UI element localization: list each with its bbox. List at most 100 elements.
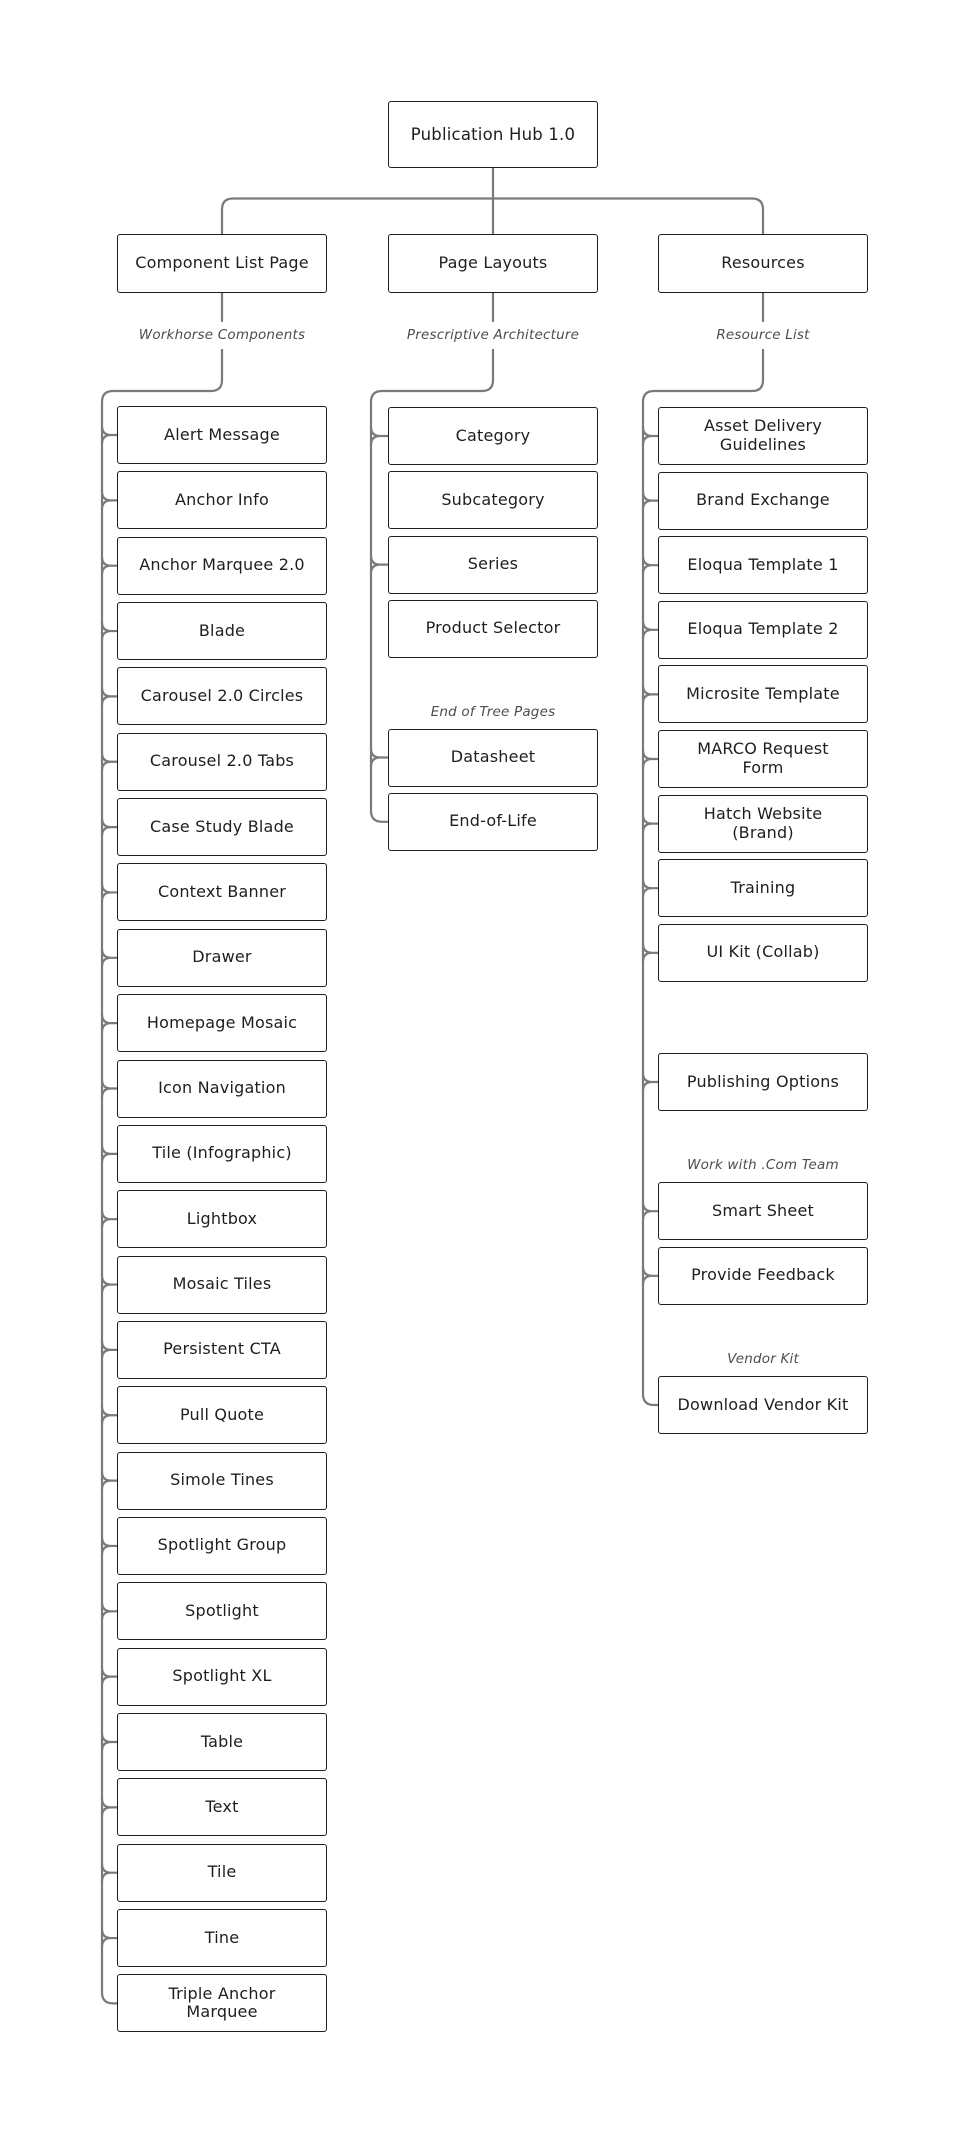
node-text: Text — [117, 1778, 327, 1837]
node-label: Resources — [721, 253, 805, 273]
node-spotlight-xl: Spotlight XL — [117, 1647, 327, 1706]
node-label: Training — [730, 877, 796, 897]
node-anchor-marquee-2-0: Anchor Marquee 2.0 — [117, 536, 327, 595]
node-label: Product Selector — [425, 618, 561, 638]
node-label: Eloqua Template 1 — [687, 554, 839, 574]
node-download-vendor-kit: Download Vendor Kit — [658, 1376, 868, 1434]
node-publication-hub: Publication Hub 1.0 — [388, 101, 598, 168]
node-label: Microsite Template — [686, 683, 840, 703]
node-case-study-blade: Case Study Blade — [117, 798, 327, 857]
node-spotlight: Spotlight — [117, 1582, 327, 1641]
node-eloqua-template-2: Eloqua Template 2 — [658, 600, 868, 659]
node-end-of-life: End-of-Life — [388, 792, 598, 851]
node-label: Series — [467, 554, 519, 574]
node-context-banner: Context Banner — [117, 863, 327, 922]
node-label: Text — [205, 1796, 239, 1816]
node-label: Mosaic Tiles — [172, 1274, 272, 1294]
node-label: MARCO Request Form — [697, 739, 829, 777]
node-label: Subcategory — [441, 489, 545, 509]
node-label: Carousel 2.0 Tabs — [149, 751, 295, 771]
node-simole-tines: Simole Tines — [117, 1451, 327, 1510]
node-label: Spotlight — [185, 1600, 259, 1620]
node-label: Asset Delivery Guidelines — [703, 416, 823, 454]
node-spotlight-group: Spotlight Group — [117, 1516, 327, 1575]
node-label: Category — [455, 425, 531, 445]
node-carousel-2-0-circles: Carousel 2.0 Circles — [117, 667, 327, 726]
node-label: Drawer — [192, 947, 252, 967]
node-label: Table — [200, 1731, 244, 1751]
node-subcategory: Subcategory — [388, 471, 598, 530]
node-homepage-mosaic: Homepage Mosaic — [117, 994, 327, 1053]
node-label: Datasheet — [450, 747, 536, 767]
node-label: Publishing Options — [686, 1071, 840, 1091]
node-tile-infographic: Tile (Infographic) — [117, 1124, 327, 1183]
node-label: Persistent CTA — [163, 1339, 281, 1359]
section-label-end-of-tree-pages: End of Tree Pages — [388, 701, 598, 722]
node-label: Eloqua Template 2 — [687, 619, 839, 639]
node-label: Provide Feedback — [691, 1265, 835, 1285]
node-marco-request-form: MARCO Request Form — [658, 730, 868, 788]
node-page-layouts: Page Layouts — [388, 234, 598, 293]
node-label: Spotlight Group — [157, 1535, 287, 1555]
node-eloqua-template-1: Eloqua Template 1 — [658, 536, 868, 595]
node-label: Tine — [204, 1927, 240, 1947]
node-tile: Tile — [117, 1843, 327, 1902]
node-carousel-2-0-tabs: Carousel 2.0 Tabs — [117, 732, 327, 791]
node-smart-sheet: Smart Sheet — [658, 1182, 868, 1241]
node-label: Brand Exchange — [696, 490, 830, 510]
node-label: Anchor Marquee 2.0 — [139, 555, 305, 575]
node-label: Context Banner — [157, 881, 287, 901]
node-label: Hatch Website (Brand) — [703, 803, 823, 842]
node-tine: Tine — [117, 1909, 327, 1967]
section-label-vendor-kit: Vendor Kit — [658, 1348, 868, 1369]
node-series: Series — [388, 535, 598, 594]
node-label: Tile (Infographic) — [152, 1143, 292, 1163]
node-label: Simole Tines — [170, 1470, 274, 1490]
node-label: Page Layouts — [438, 253, 548, 273]
node-brand-exchange: Brand Exchange — [658, 471, 868, 530]
node-label: Download Vendor Kit — [677, 1394, 849, 1414]
node-mosaic-tiles: Mosaic Tiles — [117, 1255, 327, 1314]
section-label-work-with-com-team: Work with .Com Team — [658, 1155, 868, 1176]
node-triple-anchor-marquee: Triple Anchor Marquee — [117, 1974, 327, 2033]
column-sublabel-prescriptive-architecture: Prescriptive Architecture — [388, 322, 598, 349]
node-hatch-website-brand: Hatch Website (Brand) — [658, 794, 868, 853]
node-label: Anchor Info — [175, 489, 269, 509]
node-resources: Resources — [658, 234, 868, 293]
node-label: Spotlight XL — [172, 1666, 272, 1686]
node-alert-message: Alert Message — [117, 406, 327, 464]
node-asset-delivery-guidelines: Asset Delivery Guidelines — [658, 407, 868, 465]
node-label: Tile — [207, 1862, 237, 1882]
node-label: Carousel 2.0 Circles — [140, 685, 304, 705]
node-label: Publication Hub 1.0 — [410, 124, 576, 144]
node-datasheet: Datasheet — [388, 728, 598, 787]
node-label: Homepage Mosaic — [146, 1012, 298, 1032]
node-label: Alert Message — [164, 424, 280, 444]
node-label: Component List Page — [135, 253, 309, 273]
node-label: Triple Anchor Marquee — [168, 1983, 276, 2022]
node-blade: Blade — [117, 602, 327, 660]
node-icon-navigation: Icon Navigation — [117, 1059, 327, 1118]
node-microsite-template: Microsite Template — [658, 665, 868, 724]
node-label: Icon Navigation — [158, 1078, 286, 1098]
node-training: Training — [658, 859, 868, 918]
node-label: Smart Sheet — [712, 1200, 814, 1220]
node-label: Blade — [198, 620, 246, 640]
node-label: UI Kit (Collab) — [706, 942, 820, 962]
node-label: End-of-Life — [449, 811, 537, 831]
column-sublabel-workhorse-components: Workhorse Components — [117, 322, 327, 349]
node-provide-feedback: Provide Feedback — [658, 1246, 868, 1305]
node-label: Pull Quote — [179, 1404, 265, 1424]
node-publishing-options: Publishing Options — [658, 1053, 868, 1111]
node-component-list-page: Component List Page — [117, 234, 327, 293]
node-lightbox: Lightbox — [117, 1190, 327, 1249]
column-sublabel-resource-list: Resource List — [658, 322, 868, 349]
node-pull-quote: Pull Quote — [117, 1386, 327, 1445]
node-product-selector: Product Selector — [388, 599, 598, 658]
node-label: Lightbox — [186, 1208, 258, 1228]
node-label: Case Study Blade — [150, 816, 294, 836]
node-ui-kit-collab: UI Kit (Collab) — [658, 923, 868, 982]
node-anchor-info: Anchor Info — [117, 471, 327, 530]
